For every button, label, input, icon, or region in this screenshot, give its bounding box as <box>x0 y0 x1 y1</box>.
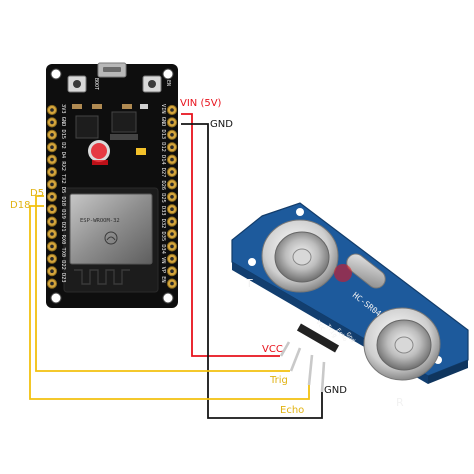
header-pin-hole <box>50 269 54 274</box>
header-pin-hole <box>50 232 54 236</box>
header-pin-hole <box>170 219 174 224</box>
d18-label: D18 <box>10 200 30 211</box>
header-pin-hole <box>50 145 54 149</box>
header-pin-hole <box>50 195 54 199</box>
mounting-hole-icon <box>248 258 256 266</box>
vin-wire <box>181 113 280 357</box>
crystal-oscillator <box>346 253 386 289</box>
header-pin-hole <box>170 108 174 112</box>
esp32-board: BOOT EN ESP-WROOM-32 3V3 GND D15 D2 D4 R… <box>46 62 178 308</box>
boot-label: BOOT <box>93 78 99 90</box>
header-pin-hole <box>170 170 174 174</box>
gnd-label-sensor: GND <box>324 385 347 396</box>
header-pin-hole <box>50 157 54 162</box>
d5-wire <box>35 195 290 372</box>
pcb-antenna-icon <box>74 269 130 285</box>
vin-label: VIN (5V) <box>180 98 222 109</box>
sensor-t-mark: T <box>245 277 253 290</box>
mounting-hole-icon <box>50 292 62 304</box>
sensor-pin-echo <box>307 354 314 386</box>
espressif-logo-icon <box>104 231 118 245</box>
header-pin-hole <box>50 170 54 174</box>
sensor-pin-gnd <box>320 361 326 393</box>
sensor-pin-vcc <box>279 341 291 357</box>
header-pin-hole <box>170 157 174 162</box>
header-pin-hole <box>50 182 54 187</box>
header-pin-hole <box>170 207 174 211</box>
header-pin-hole <box>170 232 174 236</box>
left-header-labels: 3V3 GND D15 D2 D4 RX2 TX2 D5 D18 D19 D21… <box>60 104 66 283</box>
sensor-r-mark: R <box>396 396 404 409</box>
right-pin-header <box>166 104 178 289</box>
header-pin-hole <box>170 120 174 125</box>
hc-sr04-sensor: T R HC-SR04 Vcc Trig Echo Gnd <box>231 202 469 409</box>
module-text: ESP-WROOM-32 <box>80 218 120 224</box>
header-pin-hole <box>170 269 174 274</box>
header-pin-hole <box>170 257 174 261</box>
watermark-logo-icon <box>334 264 352 282</box>
header-pin-hole <box>170 133 174 137</box>
gnd-wire <box>181 123 323 419</box>
trig-label: Trig <box>269 375 288 386</box>
en-label: EN <box>165 80 171 86</box>
header-pin-hole <box>170 244 174 249</box>
header-pin-hole <box>170 182 174 187</box>
led-icon <box>136 148 146 155</box>
header-pin-hole <box>50 244 54 249</box>
header-pin-hole <box>50 108 54 112</box>
left-pin-header <box>46 104 58 289</box>
header-pin-hole <box>170 145 174 149</box>
header-pin-hole <box>50 207 54 211</box>
header-pin-hole <box>50 133 54 137</box>
mounting-hole-icon <box>296 208 304 216</box>
sensor-pin-trig <box>289 347 302 372</box>
echo-label: Echo <box>280 405 304 416</box>
header-pin-hole <box>50 257 54 261</box>
voltage-regulator <box>111 111 137 133</box>
header-pin-hole <box>170 281 174 286</box>
header-pin-hole <box>170 195 174 199</box>
sensor-pin-header <box>296 323 340 353</box>
d18-wire <box>29 205 310 400</box>
mounting-hole-icon <box>162 292 174 304</box>
mounting-hole-icon <box>162 68 174 80</box>
usb-uart-chip <box>75 115 99 139</box>
gnd-label-esp32: GND <box>210 119 233 130</box>
header-pin-hole <box>50 219 54 224</box>
vcc-label: VCC <box>262 344 283 355</box>
module-shield <box>69 193 153 265</box>
wires: VIN (5V) GND D5 D18 <box>10 98 323 419</box>
mounting-hole-icon <box>50 68 62 80</box>
right-header-labels: VIN GND D13 D12 D14 D27 D26 D25 D33 D32 … <box>160 104 166 283</box>
d5-label: D5 <box>30 188 44 199</box>
header-pin-hole <box>50 120 54 125</box>
header-pin-hole <box>50 281 54 286</box>
